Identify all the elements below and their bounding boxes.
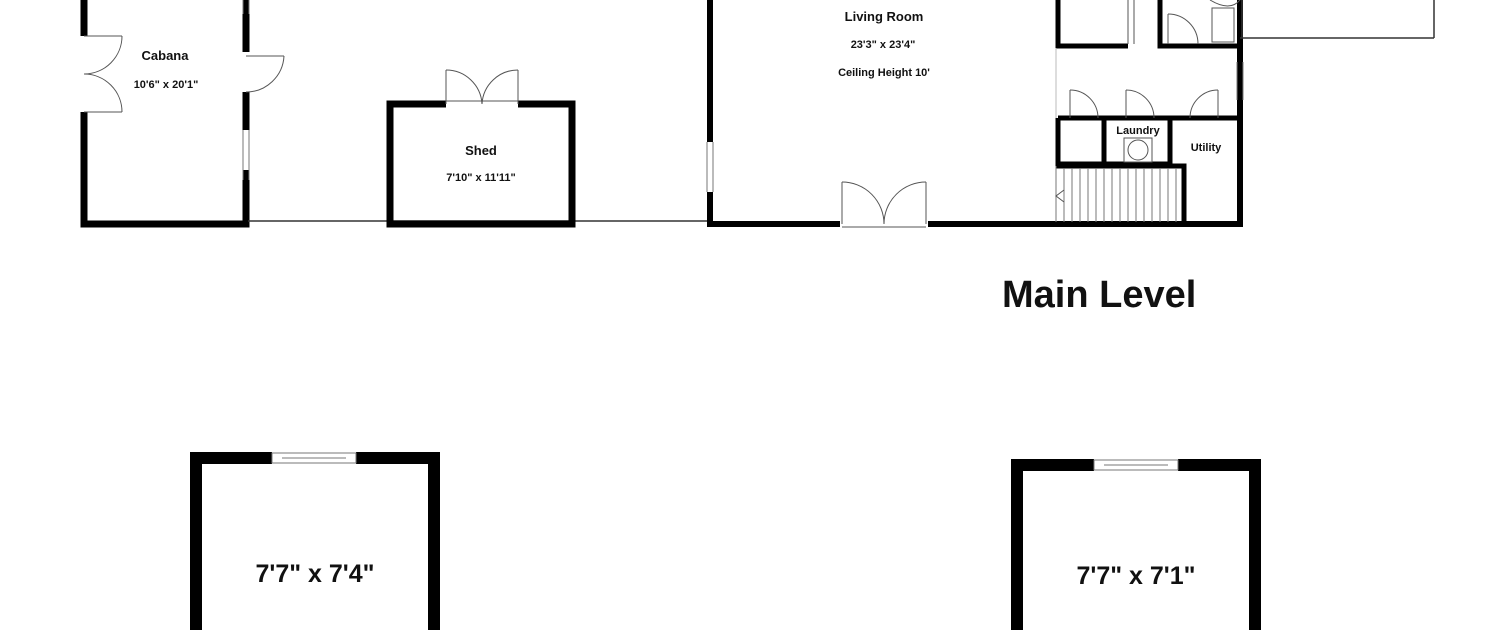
closet-doors [1069,89,1219,119]
lower-right-window [1093,459,1179,471]
lower-left-dims: 7'7" x 7'4" [255,560,374,588]
front-double-door [841,181,927,228]
cabana-room: Cabana 10'6" x 20'1" [80,0,285,228]
deck-outline [1240,0,1435,39]
right-window [1236,62,1244,100]
lower-left-room: 7'7" x 7'4" [190,452,440,630]
cabana-dims: 10'6" x 20'1" [134,79,199,91]
shed-name: Shed [465,143,497,158]
cabana-window [242,130,250,180]
shed-room: Shed 7'10" x 11'11" [386,69,576,228]
main-house: Living Room 23'3" x 23'4" Ceiling Height… [706,0,1435,228]
level-title: Main Level [1002,274,1196,316]
utility-name: Utility [1191,142,1222,154]
shed-dims: 7'10" x 11'11" [446,172,516,184]
living-room-dims: 23'3" x 23'4" [851,39,916,51]
cabana-name: Cabana [142,48,190,63]
upper-rooms-walls [1055,0,1238,49]
lower-right-dims: 7'7" x 7'1" [1076,562,1195,590]
living-room-window [706,142,714,192]
washer-icon [1123,137,1153,163]
lower-right-room: 7'7" x 7'1" [1011,459,1261,630]
lower-left-window [271,452,357,464]
upper-rooms-details [1127,0,1241,45]
lower-left-walls [190,452,440,630]
stairs-arrow-icon [1055,189,1065,203]
cabana-side-door [242,52,285,93]
stairs [1055,163,1187,222]
living-room-name: Living Room [845,9,924,24]
cabana-top-window [242,0,250,14]
shed-double-door [445,69,519,105]
house-walls [707,0,1243,227]
living-room-ceiling: Ceiling Height 10' [838,67,930,79]
shed-walls [386,100,576,228]
lower-right-walls [1011,459,1261,630]
cabana-double-door [80,35,123,113]
laundry-name: Laundry [1116,125,1160,137]
